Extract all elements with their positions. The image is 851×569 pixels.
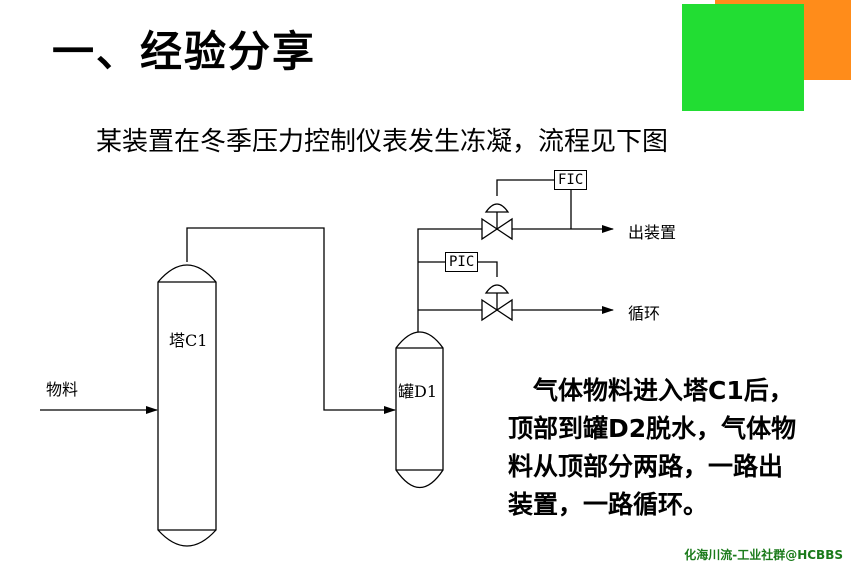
drum-label: 罐D1: [398, 382, 438, 401]
drum-d1-vessel: [395, 331, 444, 488]
fic-signal-line: [496, 179, 554, 196]
tower-label: 塔C1: [169, 331, 208, 350]
description-line: 料从顶部分两路，一路出: [508, 452, 784, 481]
pic-instrument: PIC: [445, 252, 479, 272]
recycle-label: 循环: [628, 304, 661, 323]
description-text: 气体物料进入塔C1后， 顶部到罐D2脱水，气体物 料从顶部分两路，一路出 装置，…: [508, 372, 843, 524]
green-accent-block: [682, 4, 804, 111]
description-line: 气体物料进入塔C1后，: [508, 376, 794, 405]
feed-label: 物料: [46, 380, 79, 399]
pic-signal-line: [478, 261, 498, 277]
tower-overhead-line: [186, 227, 396, 414]
description-line: 装置，一路循环。: [508, 490, 709, 519]
slide-subtitle: 某装置在冬季压力控制仪表发生冻凝，流程见下图: [96, 127, 669, 157]
outlet-label: 出装置: [628, 223, 677, 242]
watermark: 化海川流-工业社群@HCBBS: [684, 548, 843, 562]
fic-control-valve: [481, 217, 513, 241]
pic-control-valve: [481, 298, 513, 322]
fic-instrument: FIC: [554, 170, 588, 190]
slide-title: 一、经验分享: [52, 27, 317, 76]
tower-c1-vessel: [157, 264, 217, 547]
drum-overhead-line: [417, 228, 482, 332]
description-line: 顶部到罐D2脱水，气体物: [508, 414, 797, 443]
